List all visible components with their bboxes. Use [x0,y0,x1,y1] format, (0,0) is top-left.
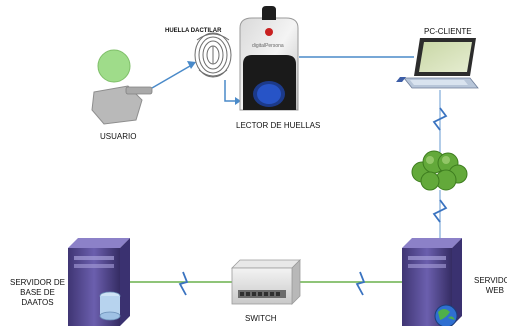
web-server-label-line2: WEB [485,286,504,295]
dbserver-to-switch-link [130,271,232,296]
fingerprint-label: HUELLA DACTILAR [165,28,222,34]
pc-client-laptop [396,38,479,89]
internet-cloud [411,150,468,191]
db-server-label-line3: DAATOS [21,298,54,307]
database-server [68,238,130,326]
fingerprint-icon [194,32,232,78]
switch-to-webserver-link [295,271,402,296]
pc-to-cloud-link [432,90,448,152]
reader-label: LECTOR DE HUELLAS [236,121,321,130]
pc-client-label: PC-CLIENTE [424,27,472,36]
web-server-label: SERVIDOR WEB [474,276,507,296]
web-server-label-line1: SERVIDOR [474,276,507,285]
switch-label: SWITCH [245,314,277,323]
reader-brand-text: digitalPersona [252,43,284,49]
cloud-highlights [426,156,450,164]
db-server-label-line2: BASE DE [20,288,55,297]
network-switch [231,259,301,305]
user-to-fingerprint-arrow [151,61,196,89]
user-label: USUARIO [100,132,137,141]
user-figure [91,49,153,125]
web-server [402,238,462,326]
db-server-label-line1: SERVIDOR DE [10,278,65,287]
cloud-to-webserver-link [432,190,448,238]
fingerprint-reader [239,6,299,111]
fingerprint-to-reader-arrow [224,80,241,105]
db-server-label: SERVIDOR DE BASE DE DAATOS [10,278,65,308]
